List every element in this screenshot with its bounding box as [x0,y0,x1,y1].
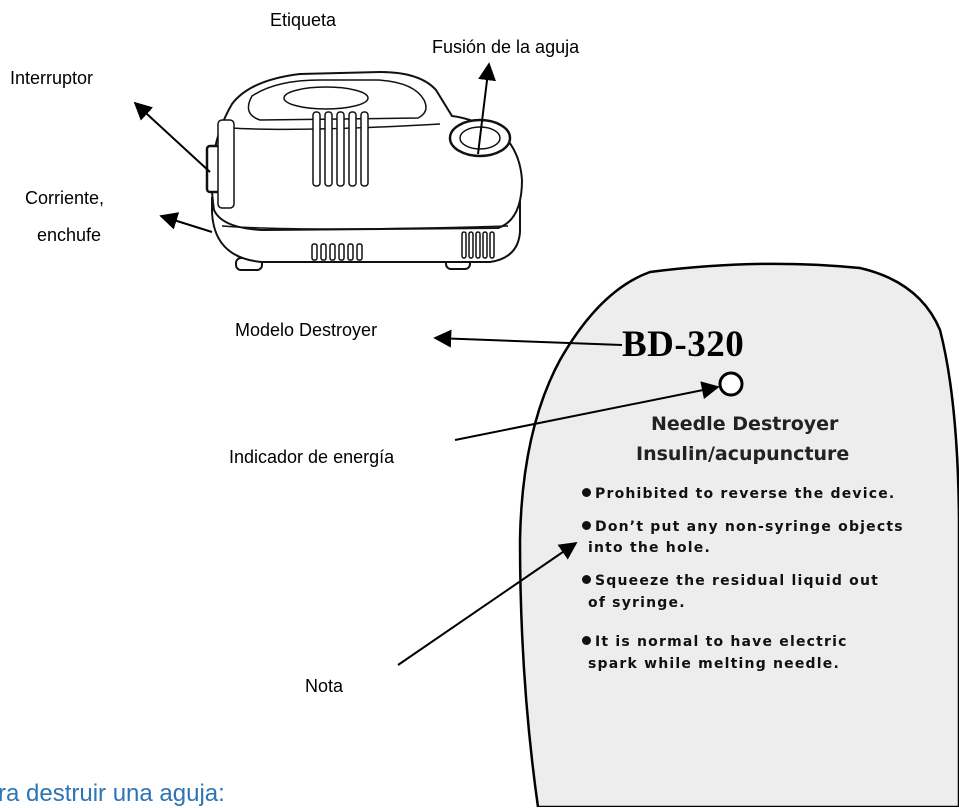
plate-note-2: Don’t put any non-syringe objects [582,516,904,538]
plate-note-4-cont: spark while melting needle. [588,656,840,672]
label-nota: Nota [305,676,344,696]
device-bottom-seam [221,225,509,230]
label-indicador-energia: Indicador de energía [229,447,395,467]
side-vents [461,231,495,259]
label-fusion-aguja: Fusión de la aguja [432,37,580,57]
power-indicator-light [718,371,744,397]
bullet-icon [582,488,591,497]
label-interruptor: Interruptor [10,68,94,88]
bullet-icon [582,521,591,530]
plate-note-4: It is normal to have electric [582,631,848,653]
arrow-fusion [477,62,496,155]
arrow-nota [397,541,578,666]
plate-product-name: Needle Destroyer [651,413,839,435]
switch-housing [217,119,235,209]
label-etiqueta: Etiqueta [270,10,337,30]
label-recess [283,86,369,110]
bullet-icon [582,575,591,584]
plate-product-subtitle: Insulin/acupuncture [636,443,850,465]
arrow-interruptor [133,101,211,173]
arrow-corriente [159,212,213,233]
section-heading: ra destruir una aguja: [0,780,225,807]
label-enchufe: enchufe [37,225,102,245]
needle-destroyer-device [205,70,524,271]
plate-note-3: Squeeze the residual liquid out [582,570,879,592]
front-vents [311,243,363,261]
label-corriente: Corriente, [25,188,105,208]
arrow-modelo [433,329,623,348]
plate-note-2-cont: into the hole. [588,540,711,556]
top-vents [312,111,369,187]
plate-note-3-cont: of syringe. [588,595,686,611]
arrow-indicador [454,381,720,441]
bullet-icon [582,636,591,645]
label-modelo-destroyer: Modelo Destroyer [235,320,378,340]
plate-note-1: Prohibited to reverse the device. [582,483,895,505]
plate-model-number: BD-320 [622,324,745,365]
leader-arrows [133,62,720,666]
